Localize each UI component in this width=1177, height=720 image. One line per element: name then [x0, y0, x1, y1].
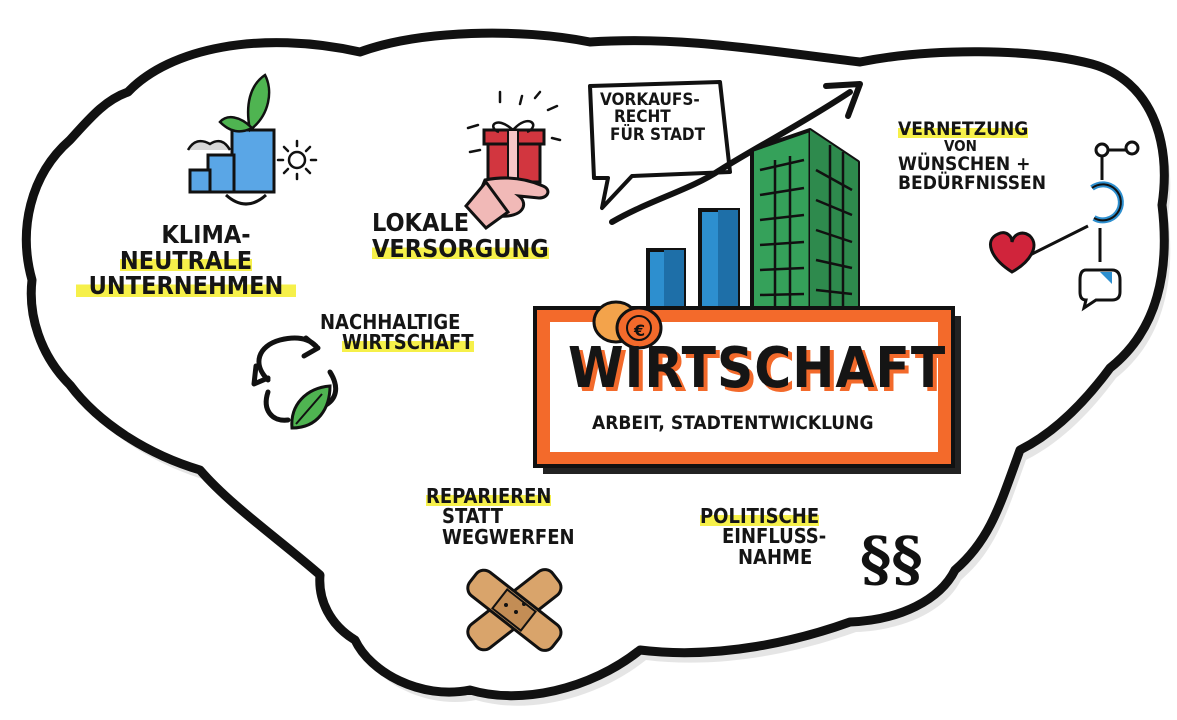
label-highlight: VERNETZUNG [898, 118, 1029, 140]
label-line: STATT [442, 504, 504, 529]
label-line: POLITISCHE [700, 504, 850, 528]
label-line: NAHME [738, 544, 813, 569]
label-line: WEGWERFEN [442, 524, 575, 549]
label-line: VORKAUFS- [600, 90, 700, 110]
wirtschaft-title: WIRTSCHAFT [568, 336, 947, 401]
label-lokale-versorgung: LOKALE VERSORGUNG [372, 210, 549, 261]
paragraph-symbol-icon: §§ [860, 525, 923, 595]
label-vernetzung: VERNETZUNG VON WÜNSCHEN + BEDÜRFNISSEN [898, 118, 1088, 195]
label-line: FÜR STADT [610, 124, 706, 145]
label-line: VERSORGUNG [372, 233, 549, 263]
leaf-icon [290, 384, 332, 430]
label-highlight: POLITISCHE [700, 504, 820, 528]
label-klima-neutrale-unternehmen: KLIMA- NEUTRALE UNTERNEHMEN [76, 222, 296, 299]
growth-arrow-icon [609, 81, 863, 225]
label-line: NEUTRALE [119, 245, 253, 275]
euro-coin-icon [592, 300, 663, 350]
label-reparieren-statt-wegwerfen: REPARIEREN STATT WEGWERFEN [426, 484, 596, 549]
label-nachhaltige-wirtschaft: NACHHALTIGE WIRTSCHAFT [320, 310, 474, 355]
gift-hand-icon [464, 90, 562, 231]
label-line: KLIMA- [161, 220, 251, 249]
label-line: RECHT [614, 107, 671, 128]
label-line: REPARIEREN [426, 484, 596, 508]
building-bar-medium [698, 208, 740, 322]
label-line: WÜNSCHEN + [898, 152, 1031, 175]
recycle-arrows-icon [251, 335, 339, 423]
euro-symbol: € [633, 321, 645, 340]
label-vorkaufsrecht: VORKAUFS- RECHT FÜR STADT [600, 90, 720, 145]
network-people-icon [1029, 140, 1140, 312]
label-line: VERNETZUNG [898, 118, 1088, 140]
label-politische-einflussnahme: POLITISCHE EINFLUSS- NAHME [700, 504, 850, 569]
vorkaufsrecht-speech-bubble [588, 80, 732, 210]
label-line: VON [944, 137, 977, 156]
heart-icon [988, 231, 1036, 274]
label-highlight: WIRTSCHAFT [342, 330, 474, 355]
label-line: BEDÜRFNISSEN [898, 172, 1047, 195]
label-line: EINFLUSS- [722, 524, 827, 549]
klima-factory-icon [186, 73, 318, 206]
wirtschaft-subtitle: ARBEIT, STADTENTWICKLUNG [592, 412, 874, 434]
label-line: UNTERNEHMEN [76, 273, 296, 299]
skyscraper-icon [750, 128, 860, 324]
band-aid-icon [466, 568, 563, 652]
label-highlight: REPARIEREN [426, 484, 552, 508]
label-line: LOKALE [372, 208, 470, 237]
label-line: NACHHALTIGE [320, 310, 461, 334]
label-line: WIRTSCHAFT [320, 330, 474, 355]
